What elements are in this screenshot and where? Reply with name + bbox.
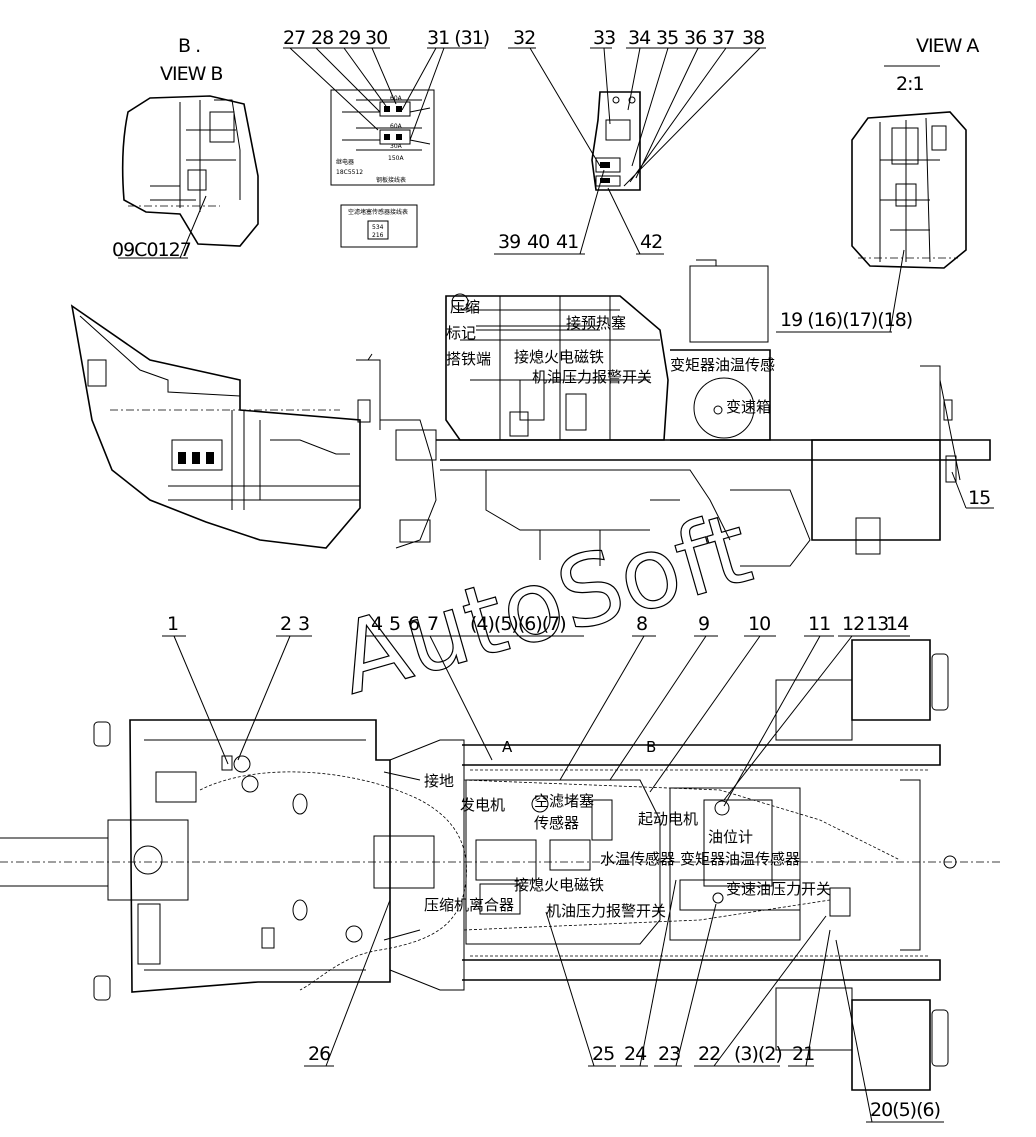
svg-text:26: 26	[308, 1043, 330, 1065]
svg-text:60A: 60A	[390, 123, 403, 130]
svg-text:3: 3	[298, 613, 309, 635]
svg-text:32: 32	[513, 27, 535, 49]
svg-text:接预热塞: 接预热塞	[566, 314, 626, 332]
svg-text:39: 39	[498, 231, 520, 253]
svg-text:15: 15	[968, 487, 990, 509]
plan-callouts-top: 1 2 3 4 5 6 7 (4)(5)(6)(7) 8 9 10 11 12 …	[162, 613, 910, 807]
svg-text:(3)(2): (3)(2)	[734, 1043, 782, 1065]
svg-text:机油压力报警开关: 机油压力报警开关	[532, 368, 652, 386]
view-b-code: 09C0127	[112, 239, 191, 261]
svg-text:20(5)(6): 20(5)(6)	[870, 1099, 940, 1121]
view-a: VIEW A 2:1 19 (16)(17)(18)	[776, 35, 980, 333]
svg-text:14: 14	[886, 613, 909, 635]
sensor-bracket-detail: 32 33 34 35 36 37 38 39 40 41 42	[494, 27, 766, 255]
svg-text:(4)(5)(6)(7): (4)(5)(6)(7)	[470, 613, 566, 635]
svg-text:42: 42	[640, 231, 662, 253]
svg-text:25: 25	[592, 1043, 614, 1065]
svg-text:23: 23	[658, 1043, 680, 1065]
svg-text:压缩机离合器: 压缩机离合器	[424, 896, 514, 914]
watermark: AutoSoft	[327, 492, 763, 718]
svg-text:压缩: 压缩	[450, 298, 480, 316]
svg-text:19 (16)(17)(18): 19 (16)(17)(18)	[780, 309, 912, 331]
svg-text:7: 7	[427, 613, 438, 635]
svg-text:标记: 标记	[446, 324, 476, 342]
svg-text:接熄火电磁铁: 接熄火电磁铁	[514, 348, 604, 366]
svg-text:31 (31): 31 (31)	[427, 27, 489, 49]
svg-text:27: 27	[283, 27, 305, 49]
svg-text:机油压力报警开关: 机油压力报警开关	[546, 902, 666, 920]
svg-text:6: 6	[408, 613, 419, 635]
svg-text:28: 28	[311, 27, 333, 49]
svg-text:35: 35	[656, 27, 678, 49]
svg-text:9: 9	[698, 613, 709, 635]
view-b-marker: B	[646, 738, 656, 756]
relay-detail-panel: 60A 60A 30A 150A 继电器 18C5512 钢板接线表 空滤堵塞传…	[330, 89, 435, 248]
svg-text:534: 534	[372, 224, 384, 231]
svg-text:4: 4	[371, 613, 383, 635]
svg-text:接地: 接地	[424, 772, 454, 790]
svg-text:13: 13	[866, 613, 888, 635]
svg-text:34: 34	[628, 27, 651, 49]
svg-text:接熄火电磁铁: 接熄火电磁铁	[514, 876, 604, 894]
view-b-title: VIEW B	[160, 63, 222, 85]
svg-text:24: 24	[624, 1043, 647, 1065]
svg-text:8: 8	[636, 613, 647, 635]
svg-text:10: 10	[748, 613, 770, 635]
svg-text:变速箱: 变速箱	[726, 398, 771, 416]
svg-text:11: 11	[808, 613, 830, 635]
svg-text:30A: 30A	[390, 143, 403, 150]
svg-text:40: 40	[527, 231, 549, 253]
view-a-scale: 2:1	[896, 73, 924, 95]
svg-text:变矩器油温传感: 变矩器油温传感	[670, 356, 775, 374]
svg-text:5: 5	[389, 613, 400, 635]
svg-text:变矩器油温传感器: 变矩器油温传感器	[680, 850, 800, 868]
view-a-marker: A	[502, 738, 513, 756]
side-elevation-view: 15 压缩 标记 接预热塞 搭铁端 接熄火电磁铁 机油压力报警开关 变矩器油温传…	[70, 259, 994, 567]
svg-text:41: 41	[556, 231, 578, 253]
svg-text:水温传感器: 水温传感器	[600, 850, 675, 868]
svg-text:2: 2	[280, 613, 291, 635]
panel-caption: 钢板接线表	[376, 176, 406, 184]
svg-text:油位计: 油位计	[708, 828, 753, 846]
svg-text:60A: 60A	[390, 95, 403, 102]
table-title: 空滤堵塞传感器接线表	[348, 208, 408, 216]
svg-text:37: 37	[712, 27, 734, 49]
svg-text:发电机: 发电机	[460, 796, 505, 814]
svg-text:216: 216	[372, 232, 384, 239]
svg-text:21: 21	[792, 1043, 814, 1065]
svg-text:38: 38	[742, 27, 764, 49]
plan-callouts-bottom: 26 25 24 23 22 (3)(2) 21 20(5)(6)	[304, 879, 944, 1123]
view-b: B . VIEW B 09C0127	[112, 35, 259, 261]
svg-text:搭铁端: 搭铁端	[446, 350, 491, 368]
svg-text:150A: 150A	[388, 155, 404, 162]
view-b-letter: B .	[178, 35, 200, 57]
top-callouts-left: 27 28 29 30 31 (31)	[283, 27, 490, 141]
svg-text:22: 22	[698, 1043, 720, 1065]
svg-text:36: 36	[684, 27, 706, 49]
svg-text:30: 30	[365, 27, 387, 49]
svg-text:12: 12	[842, 613, 864, 635]
svg-text:空滤堵塞: 空滤堵塞	[534, 792, 594, 810]
svg-text:起动电机: 起动电机	[638, 810, 698, 828]
svg-text:29: 29	[338, 27, 360, 49]
svg-text:33: 33	[593, 27, 615, 49]
svg-text:传感器: 传感器	[534, 814, 579, 832]
relay-label: 继电器	[336, 158, 354, 166]
part-code: 18C5512	[336, 169, 363, 176]
plan-view: A B 接地 发电机 空滤堵塞 传感器 起动电机 油位计 水温传感器 变矩器油温…	[0, 639, 1000, 1091]
svg-text:变速油压力开关: 变速油压力开关	[726, 880, 831, 898]
svg-text:1: 1	[167, 613, 178, 635]
view-a-title: VIEW A	[916, 35, 979, 57]
